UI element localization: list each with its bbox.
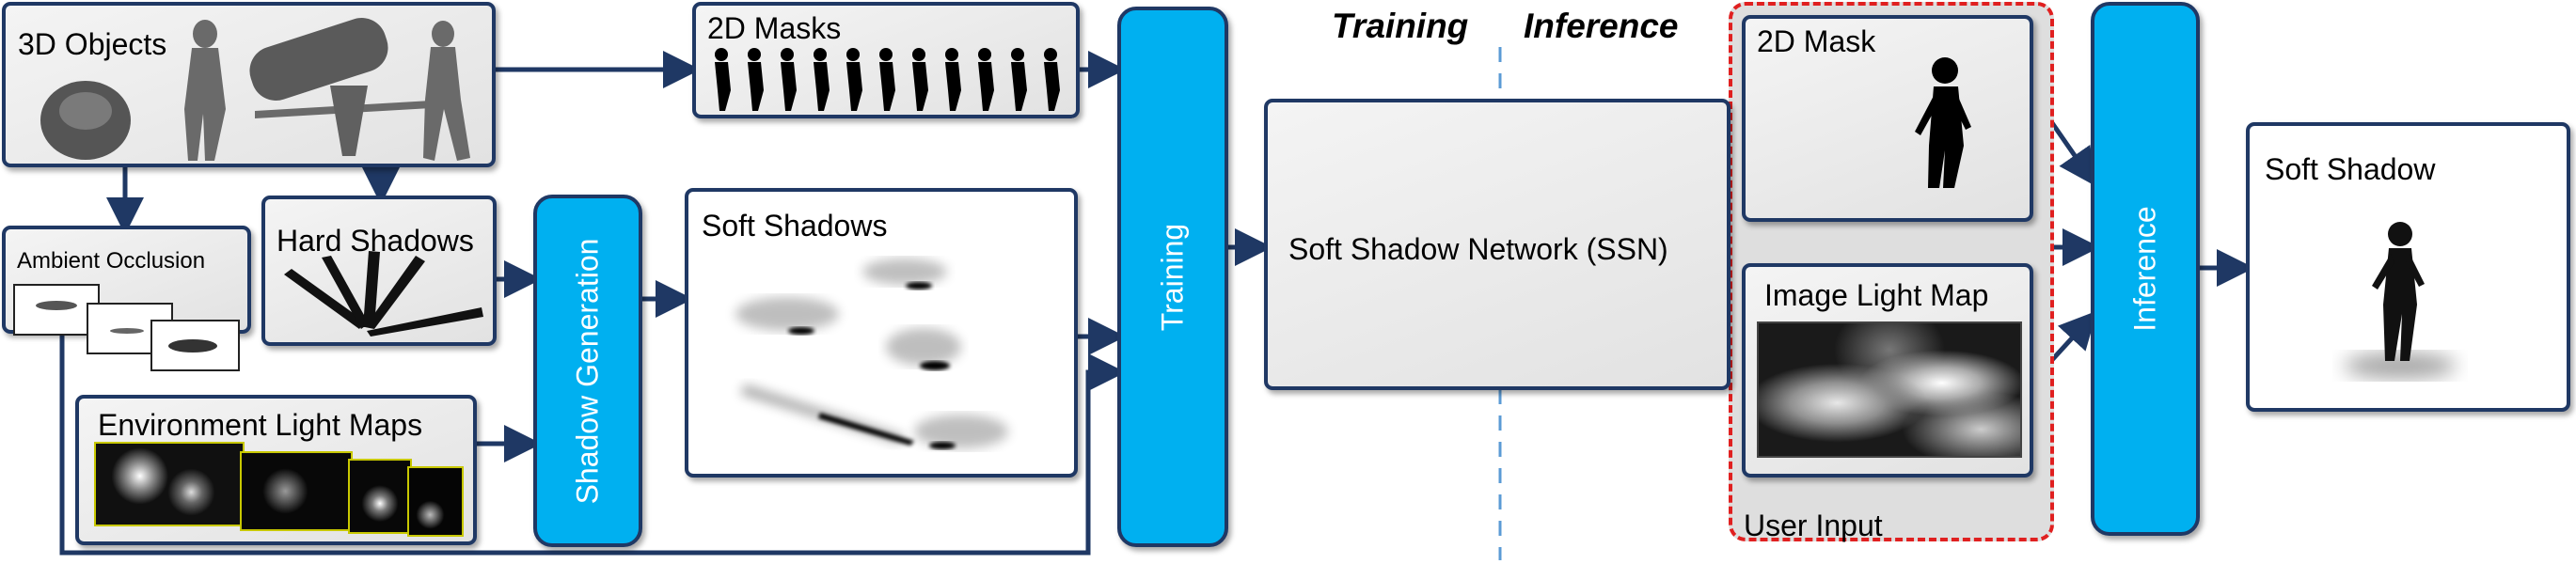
box-soft-shadow-output: Soft Shadow xyxy=(2246,122,2570,412)
box-2d-masks: 2D Masks xyxy=(692,2,1080,118)
label-inference-process: Inference xyxy=(2127,206,2162,332)
label-shadow-generation: Shadow Generation xyxy=(570,238,605,504)
masks-silhouettes-icon xyxy=(715,48,1060,111)
label-user-input: User Input xyxy=(1744,509,1883,542)
3d-objects-icon xyxy=(40,18,470,161)
inference-block: Inference xyxy=(2091,2,2200,536)
box-hard-shadows: Hard Shadows xyxy=(261,196,497,346)
mask-silhouette-icon xyxy=(1915,57,1971,188)
ao-blobs-icon xyxy=(36,301,217,352)
training-block: Training xyxy=(1117,7,1228,547)
box-3d-objects: 3D Objects xyxy=(2,2,496,167)
shadow-generation-block: Shadow Generation xyxy=(533,195,642,547)
label-training-process: Training xyxy=(1155,223,1190,331)
env-light-map-4 xyxy=(407,466,464,537)
hard-shadows-icon xyxy=(284,251,483,337)
heading-inference: Inference xyxy=(1524,7,1679,45)
soft-shadows-icon xyxy=(735,258,1008,449)
arrow-lightmap-to-inference xyxy=(2048,310,2097,364)
box-2d-mask: 2D Mask xyxy=(1742,15,2033,222)
label-image-light-map: Image Light Map xyxy=(1764,278,1989,312)
env-light-map-1 xyxy=(94,442,245,526)
label-ssn: Soft Shadow Network (SSN) xyxy=(1288,232,1668,266)
soft-shadow-result-icon xyxy=(2344,222,2457,379)
image-light-map-preview xyxy=(1757,321,2022,458)
label-soft-shadow: Soft Shadow xyxy=(2265,152,2436,186)
label-ambient-occlusion: Ambient Occlusion xyxy=(17,248,206,274)
box-ssn: Soft Shadow Network (SSN) xyxy=(1264,99,1731,390)
env-light-map-3 xyxy=(348,459,412,534)
label-2d-masks: 2D Masks xyxy=(707,11,842,45)
box-image-light-map: Image Light Map xyxy=(1742,263,2033,478)
heading-training: Training xyxy=(1332,7,1469,45)
label-3d-objects: 3D Objects xyxy=(18,27,167,61)
arrow-mask-to-inference xyxy=(2047,118,2096,187)
box-soft-shadows: Soft Shadows xyxy=(685,188,1078,478)
arrow-ao-bypass xyxy=(59,334,1126,556)
env-light-map-2 xyxy=(240,451,353,531)
label-2d-mask: 2D Mask xyxy=(1757,24,1876,58)
label-env-light-maps: Environment Light Maps xyxy=(98,408,423,442)
label-hard-shadows: Hard Shadows xyxy=(277,224,474,258)
label-soft-shadows: Soft Shadows xyxy=(702,209,888,243)
